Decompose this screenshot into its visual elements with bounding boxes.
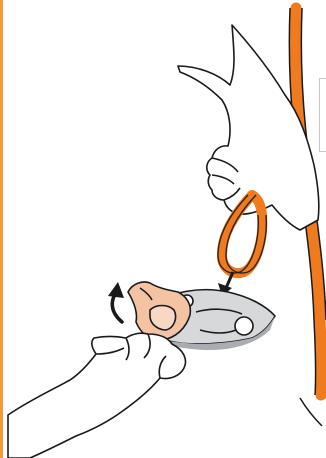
- rope-tail-icon: [300, 398, 322, 426]
- rotation-arrow-icon: [108, 282, 124, 322]
- rope-loop-icon: [218, 195, 266, 273]
- lower-hand-icon: [8, 333, 186, 458]
- cam-lever-icon: [128, 282, 190, 340]
